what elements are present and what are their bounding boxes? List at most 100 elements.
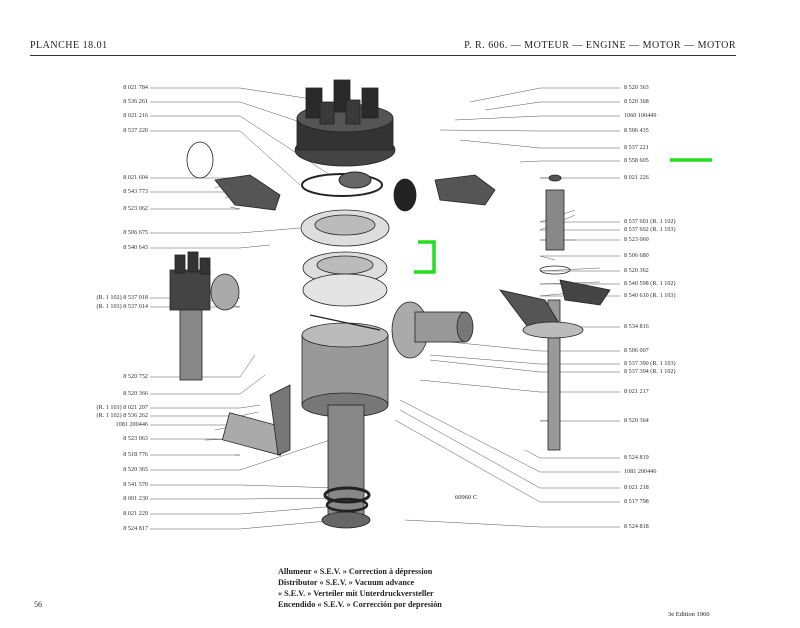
part-label-right: 8 520 368 bbox=[624, 98, 649, 105]
leader-line bbox=[150, 87, 319, 101]
leader-line bbox=[399, 409, 620, 489]
leader-line bbox=[150, 439, 331, 471]
leader-line bbox=[150, 244, 271, 249]
plate-title: P. R. 606. — MOTEUR — ENGINE — MOTOR — M… bbox=[464, 40, 736, 51]
leader-line bbox=[150, 227, 301, 234]
part-label-right: 8 524 819 bbox=[624, 454, 649, 461]
edition-note: 3e Edition 1960 bbox=[668, 611, 710, 618]
leader-line bbox=[459, 139, 620, 149]
part-label-left: 8 520 752 bbox=[123, 373, 148, 380]
leader-line bbox=[150, 374, 266, 395]
part-label-left: 8 543 773 bbox=[123, 188, 148, 195]
part-label-right: 8 537 601 (R. 1 102) bbox=[624, 218, 676, 225]
part-label-left: (R. 1 102) 8 536 262 bbox=[96, 412, 148, 419]
vacuum-unit bbox=[309, 301, 474, 359]
part-label-left: 8 021 784 bbox=[123, 84, 148, 91]
part-label-right: 8 534 816 bbox=[624, 323, 649, 330]
leader-line bbox=[539, 255, 620, 261]
part-label-right: 8 021 226 bbox=[624, 174, 649, 181]
part-label-left: 8 537 220 bbox=[123, 127, 148, 134]
part-label-left: (R. 1 102) 8 537 018 bbox=[96, 294, 148, 301]
part-label-left: (R. 1 103) 8 537 014 bbox=[96, 303, 148, 310]
part-label-left: 1081 200446 bbox=[115, 421, 148, 428]
part-label-left: 8 001 230 bbox=[123, 495, 148, 502]
part-label-right: 8 520 363 bbox=[624, 84, 649, 91]
leader-line bbox=[150, 404, 261, 409]
page-number: 56 bbox=[34, 600, 42, 609]
part-label-right: 8 523 060 bbox=[624, 236, 649, 243]
part-label-right: 8 506 435 bbox=[624, 127, 649, 134]
condenser-bracket bbox=[221, 384, 291, 456]
part-label-left: (R. 1 103) 8 021 207 bbox=[96, 404, 148, 411]
part-label-right: 8 021 217 bbox=[624, 388, 649, 395]
caption-line-fr: Allumeur « S.E.V. » Correction à dépress… bbox=[278, 567, 433, 576]
part-label-left: 8 536 261 bbox=[123, 98, 148, 105]
part-label-right: 8 558 605 bbox=[624, 157, 649, 164]
leader-line bbox=[469, 87, 620, 103]
assembled-distributor bbox=[169, 251, 240, 381]
part-label-left: 8 021 604 bbox=[123, 174, 148, 181]
plate-number: PLANCHE 18.01 bbox=[30, 40, 108, 51]
leader-line bbox=[519, 160, 620, 163]
shaft-assembly bbox=[499, 174, 611, 451]
leader-line bbox=[150, 519, 339, 530]
part-label-right: 8 537 394 (R. 1 102) bbox=[624, 368, 676, 375]
part-label-right: 1060 100449 bbox=[624, 112, 657, 119]
leader-line bbox=[429, 339, 620, 352]
leader-line bbox=[429, 354, 620, 365]
distributor-cap-drawing bbox=[294, 79, 396, 167]
header-rule bbox=[30, 55, 736, 56]
part-label-left: 8 520 365 bbox=[123, 466, 148, 473]
leader-line bbox=[539, 267, 620, 272]
highlight-bracket bbox=[414, 240, 436, 274]
leader-line bbox=[419, 379, 620, 393]
leader-line bbox=[150, 354, 256, 378]
leader-line bbox=[404, 519, 620, 528]
caption-line-en: Distributor « S.E.V. » Vacuum advance bbox=[278, 578, 415, 587]
leader-line bbox=[394, 419, 620, 503]
leader-line bbox=[150, 101, 319, 129]
part-label-right: 8 524 818 bbox=[624, 523, 649, 530]
part-label-left: 8 021 216 bbox=[123, 112, 148, 119]
part-label-right: 8 537 390 (R. 1 103) bbox=[624, 360, 676, 367]
breaker-plates bbox=[300, 209, 390, 307]
leader-line bbox=[524, 449, 620, 459]
clamp-plates bbox=[186, 141, 496, 212]
part-label-left: 8 518 776 bbox=[123, 451, 148, 458]
part-label-left: 8 523 062 bbox=[123, 205, 148, 212]
part-label-left: 8 506 675 bbox=[123, 229, 148, 236]
caption-line-es: Encendido « S.E.V. » Corrección por depr… bbox=[278, 600, 442, 609]
leader-line bbox=[150, 484, 339, 489]
part-label-right: 8 540 598 (R. 1 102) bbox=[624, 280, 676, 287]
leader-line bbox=[439, 129, 620, 132]
distributor-body bbox=[301, 322, 389, 529]
part-label-right: 8 506 680 bbox=[624, 252, 649, 259]
caption: Allumeur « S.E.V. » Correction à dépress… bbox=[278, 566, 442, 610]
leader-line bbox=[539, 281, 620, 285]
leader-line bbox=[429, 359, 620, 373]
part-label-right: 1081 200446 bbox=[624, 468, 657, 475]
leader-line bbox=[150, 505, 339, 515]
leader-line bbox=[399, 399, 620, 473]
part-label-left: 8 541 570 bbox=[123, 481, 148, 488]
part-label-right: 8 537 602 (R. 1 103) bbox=[624, 226, 676, 233]
part-label-left: 8 021 229 bbox=[123, 510, 148, 517]
leader-line bbox=[484, 101, 620, 111]
part-label-left: 8 523 063 bbox=[123, 435, 148, 442]
part-label-left: 8 540 643 bbox=[123, 244, 148, 251]
part-label-right: 8 520 362 bbox=[624, 267, 649, 274]
part-label-right: 8 517 798 bbox=[624, 498, 649, 505]
caption-line-de: « S.E.V. » Verteiler mit Unterdruckverst… bbox=[278, 589, 434, 598]
leader-line bbox=[150, 411, 259, 417]
part-label-left: 8 520 366 bbox=[123, 390, 148, 397]
part-label-left: 8 524 817 bbox=[123, 525, 148, 532]
part-label-right: 8 506 007 bbox=[624, 347, 649, 354]
part-label-right: 8 520 364 bbox=[624, 417, 649, 424]
part-label-right: 8 537 221 bbox=[624, 144, 649, 151]
leader-line bbox=[150, 206, 241, 210]
part-label-right: 8 540 610 (R. 1 103) bbox=[624, 292, 676, 299]
figure-ref-code: 60960 C bbox=[455, 494, 478, 501]
leader-line bbox=[150, 497, 339, 500]
part-label-right: 8 021 218 bbox=[624, 484, 649, 491]
